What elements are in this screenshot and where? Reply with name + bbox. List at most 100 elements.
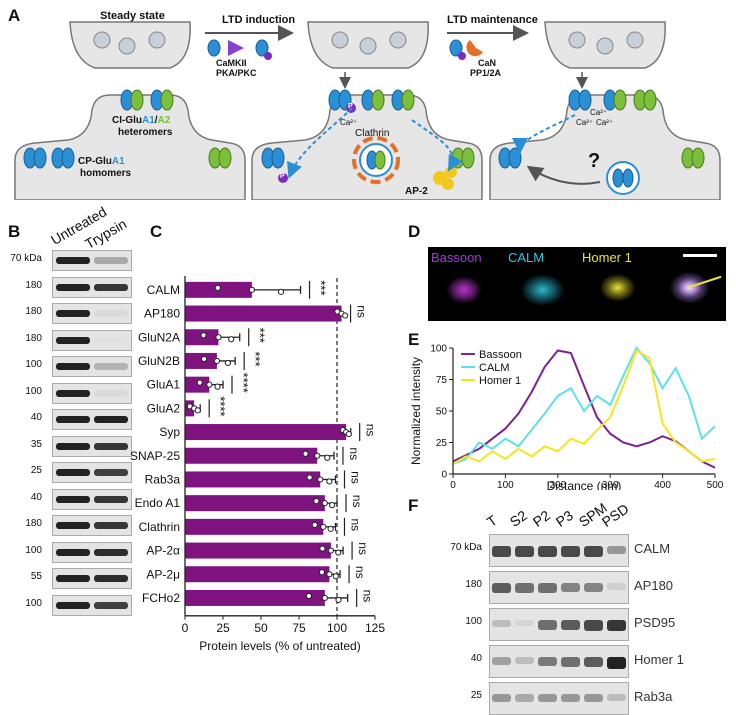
data-point bbox=[313, 498, 320, 505]
x-tick-label: 400 bbox=[654, 480, 671, 490]
blot-band-trypsin bbox=[94, 416, 128, 423]
blot-f-band bbox=[584, 694, 603, 703]
blot-b-strip bbox=[52, 435, 132, 457]
blot-f-mw-label: 25 bbox=[470, 690, 482, 701]
blot-b-strip bbox=[52, 409, 132, 430]
data-point bbox=[224, 359, 231, 367]
category-label: GluA2 bbox=[147, 401, 181, 415]
blot-band-trypsin bbox=[94, 522, 128, 529]
data-point bbox=[318, 569, 326, 576]
data-point bbox=[201, 355, 208, 363]
category-label: CALM bbox=[147, 283, 180, 297]
channel-label-homer1: Homer 1 bbox=[582, 250, 632, 265]
blot-band-trypsin bbox=[94, 257, 128, 264]
phospho-label-2: P bbox=[280, 173, 285, 180]
blot-f-band bbox=[584, 546, 603, 557]
blot-f-band bbox=[607, 694, 626, 702]
series-line bbox=[452, 346, 716, 465]
data-point bbox=[248, 286, 255, 293]
significance-label: *** bbox=[253, 328, 268, 343]
blot-b-mw-label: 180 bbox=[25, 518, 42, 529]
blot-f-col-label: S2 bbox=[506, 507, 531, 530]
significance-label: *** bbox=[314, 280, 329, 295]
receptors-stage-3 bbox=[498, 72, 705, 195]
blot-f-protein-label: Homer 1 bbox=[634, 652, 684, 667]
blot-b-strip bbox=[52, 462, 132, 483]
bassoon-image bbox=[428, 247, 500, 321]
blot-f-col-label: P2 bbox=[529, 507, 554, 530]
blot-b-mw-label: 180 bbox=[25, 306, 42, 317]
blot-f-band bbox=[561, 657, 580, 667]
category-label: AP-2μ bbox=[146, 567, 180, 581]
blot-b-mw-label: 100 bbox=[25, 385, 42, 397]
blot-f-band bbox=[561, 546, 580, 557]
phosphatases-label-2: PP1/2A bbox=[470, 68, 502, 78]
blot-f-col-label: T bbox=[483, 511, 501, 530]
blot-band-trypsin bbox=[94, 548, 128, 556]
blot-b-strip bbox=[52, 541, 132, 563]
bar bbox=[185, 447, 318, 464]
data-point bbox=[213, 357, 221, 365]
blot-f-band bbox=[561, 583, 580, 592]
blot-f-protein-label: AP180 bbox=[634, 578, 674, 593]
x-tick-label: 100 bbox=[327, 621, 347, 635]
data-point bbox=[321, 500, 328, 507]
category-label: Syp bbox=[159, 425, 180, 439]
bar bbox=[185, 495, 325, 512]
data-point bbox=[200, 332, 207, 339]
blot-f-band bbox=[492, 583, 511, 594]
blot-f-band bbox=[538, 694, 557, 703]
blot-b-strip bbox=[52, 515, 132, 536]
x-tick-label: 125 bbox=[365, 621, 385, 635]
blot-band-trypsin bbox=[94, 337, 128, 344]
series-line bbox=[452, 349, 716, 465]
blot-f-band bbox=[607, 657, 626, 669]
receptors-stage-1 bbox=[23, 89, 232, 169]
data-point bbox=[326, 571, 333, 578]
panel-c-letter: C bbox=[150, 222, 163, 241]
panel-a-letter: A bbox=[8, 6, 21, 25]
blot-b-strip bbox=[52, 250, 132, 271]
data-point bbox=[342, 312, 349, 319]
blot-b-mw-label: 180 bbox=[25, 332, 42, 344]
x-tick-label: 500 bbox=[707, 480, 724, 490]
blot-b-strip bbox=[52, 329, 132, 351]
series-line bbox=[452, 349, 716, 469]
blot-f-strip bbox=[489, 534, 629, 567]
y-tick-label: 100 bbox=[430, 344, 447, 355]
blot-f-col-label: P3 bbox=[552, 507, 577, 530]
blot-b-strip bbox=[52, 488, 132, 510]
blot-band-trypsin bbox=[94, 363, 128, 370]
blot-f-mw-label: 40 bbox=[470, 653, 482, 664]
blot-f-band bbox=[561, 694, 580, 703]
blot-band-trypsin bbox=[94, 469, 128, 476]
legend-label: CALM bbox=[479, 362, 510, 374]
data-point bbox=[305, 592, 312, 600]
blot-f-band bbox=[607, 620, 626, 632]
category-label: AP180 bbox=[144, 307, 180, 321]
blot-f-protein-label: Rab3a bbox=[634, 689, 673, 704]
data-point bbox=[332, 573, 339, 580]
legend-label: Bassoon bbox=[479, 349, 522, 361]
significance-label: *** bbox=[248, 351, 263, 366]
blot-b-mw-label: 40 bbox=[30, 412, 42, 423]
channel-label-bassoon: Bassoon bbox=[431, 250, 482, 265]
blot-b-mw-label: 70 kDa bbox=[10, 253, 42, 264]
blot-band-trypsin bbox=[94, 389, 128, 397]
x-tick-label: 300 bbox=[602, 480, 619, 490]
blot-f-band bbox=[584, 657, 603, 668]
calm-image bbox=[503, 247, 575, 321]
blot-f-band bbox=[515, 694, 534, 702]
bar bbox=[185, 589, 325, 606]
blot-f-band bbox=[492, 657, 511, 666]
blot-band-trypsin bbox=[94, 442, 128, 450]
question-mark: ? bbox=[588, 150, 601, 172]
data-point bbox=[206, 381, 213, 388]
data-point bbox=[302, 450, 309, 457]
bar bbox=[185, 542, 331, 559]
bar bbox=[185, 376, 210, 393]
blot-band-untreated bbox=[56, 442, 90, 450]
category-label: Rab3a bbox=[145, 472, 181, 486]
